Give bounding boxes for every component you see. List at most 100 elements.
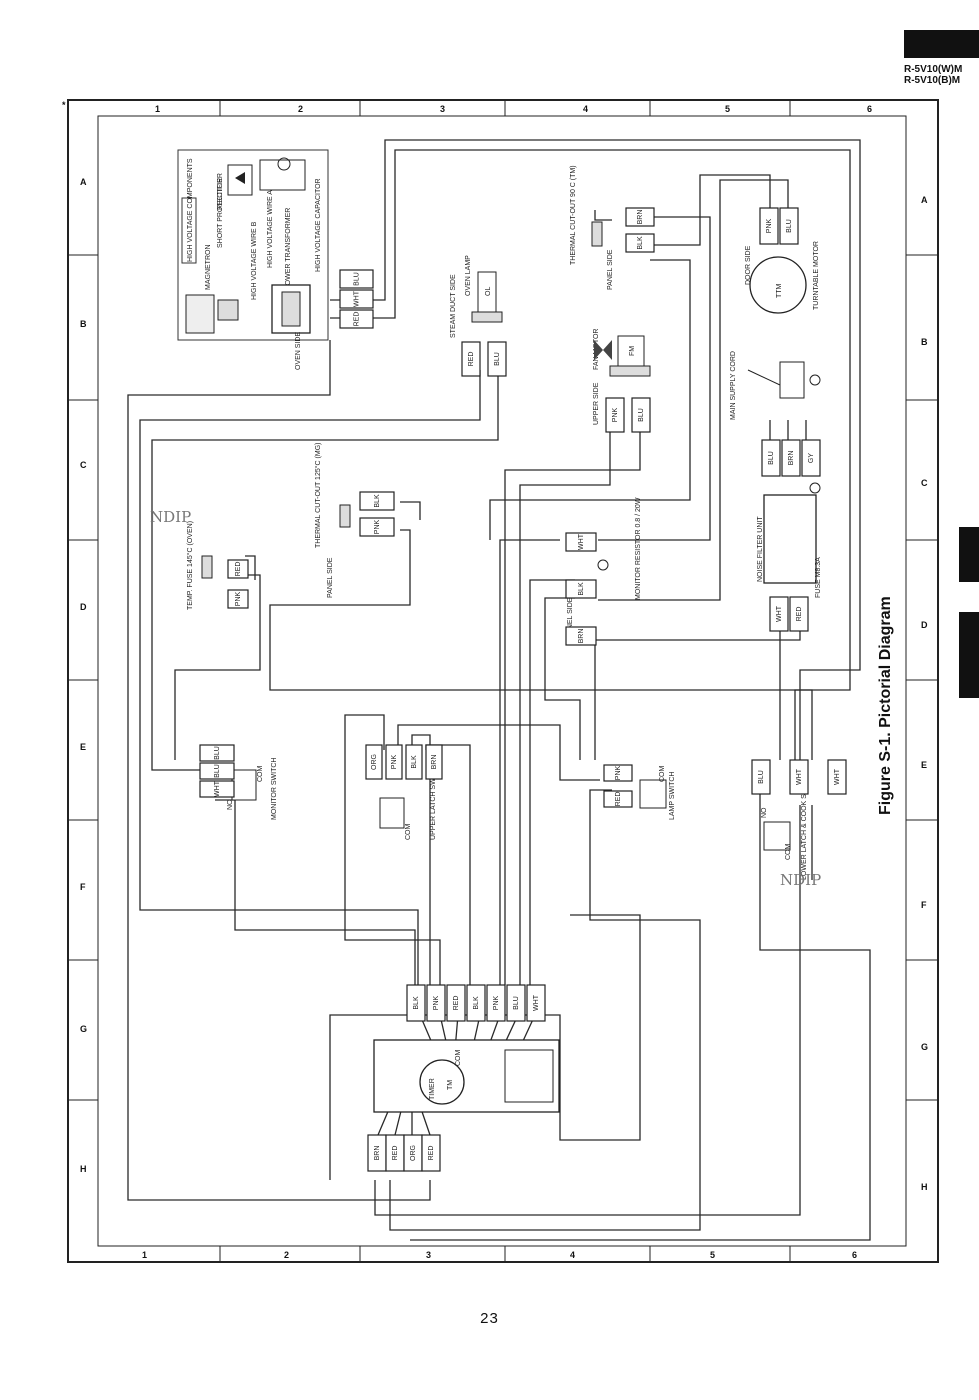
oven-side-label: OVEN SIDE <box>295 332 302 370</box>
connector-brn <box>781 439 801 477</box>
zone-row-right-F: F <box>921 900 927 910</box>
connector-wht <box>769 596 789 632</box>
connector-label: WHT <box>834 768 841 785</box>
connector-pnk <box>426 984 446 1022</box>
connector-label: WHT <box>796 768 803 785</box>
lower-latch-cook-switch: NO COM LOWER LATCH & COOK SWITCH <box>761 771 808 880</box>
connector-label: GY <box>808 453 815 463</box>
monitor-switch-label: MONITOR SWITCH <box>271 758 278 820</box>
connector-label: RED <box>453 996 460 1011</box>
monitor-resistor-label: MONITOR RESISTOR 0.8 / 20W <box>635 497 642 600</box>
connector-label: PNK <box>766 218 773 233</box>
thermal-cutout-125-body <box>339 504 351 528</box>
monitor-resistor-icon <box>597 559 609 571</box>
lower-latch-switch-label: LOWER LATCH & COOK SWITCH <box>801 771 808 880</box>
magnetron-body <box>185 294 215 334</box>
lamp-switch-body <box>639 779 667 809</box>
fan-motor-connector <box>609 365 651 377</box>
zone-col-top-3: 3 <box>440 104 445 114</box>
connector-label: RED <box>392 1146 399 1161</box>
turntable-motor: DOOR SIDE TTM TURNTABLE MOTOR <box>745 241 820 314</box>
connector-blu <box>339 269 374 289</box>
connector-label: BLK <box>411 755 418 769</box>
oven-lamp: STEAM DUCT SIDE OVEN LAMP OL <box>450 255 503 338</box>
zone-col-bottom-2: 2 <box>284 1250 289 1260</box>
connector-blu <box>199 762 235 780</box>
zone-row-right-B: B <box>921 337 928 347</box>
timer-label: TIMER <box>429 1078 436 1100</box>
zone-col-bottom-4: 4 <box>570 1250 575 1260</box>
connector-blk <box>406 984 426 1022</box>
lamp-switch: COM LAMP SWITCH <box>639 766 676 820</box>
door-side-connectors: PNK BLU <box>759 207 799 245</box>
rectifier-label: RECTIFIER <box>217 173 224 210</box>
connector-blu <box>751 759 771 795</box>
connector-label: BLU <box>214 746 221 760</box>
thermal-cutout-125: THERMAL CUT-OUT 125°C (MG) PANEL SIDE <box>314 443 351 598</box>
connector-label: RED <box>468 352 475 367</box>
connector-label: BRN <box>788 451 795 466</box>
connector-blk <box>625 233 655 253</box>
hv-components-box <box>177 149 329 341</box>
timer-motor <box>419 1059 465 1105</box>
connector-red <box>227 559 249 579</box>
connector-blu <box>779 207 799 245</box>
connector-blu <box>761 439 781 477</box>
connector-brn <box>565 626 597 646</box>
connector-label: WHT <box>776 605 783 622</box>
hv-components-title: HIGH VOLTAGE COMPONENTS <box>187 158 194 262</box>
timer-motor-code: TM <box>447 1080 454 1090</box>
zone-col-bottom-5: 5 <box>710 1250 715 1260</box>
zone-col-top-6: 6 <box>867 104 872 114</box>
edge-marker-upper <box>959 527 979 582</box>
noise-filter-ground-icon <box>809 482 821 494</box>
connector-label: BLU <box>786 219 793 233</box>
monitor-switch: COM NC MONITOR SWITCH <box>227 758 278 820</box>
thermal-cutout-125-label: THERMAL CUT-OUT 125°C (MG) <box>314 443 322 548</box>
outer-frame <box>67 99 939 1263</box>
connector-wht <box>339 289 374 309</box>
inner-frame <box>97 115 907 1247</box>
lower-latch-switch-no: NO <box>761 807 768 818</box>
connector-wht <box>789 759 809 795</box>
connector-label: WHT <box>214 780 221 797</box>
rectifier-ground-icon <box>277 157 291 171</box>
connector-label: BRN <box>374 1146 381 1161</box>
watermark-1: NDIP <box>150 508 191 526</box>
noise-filter-unit: MAIN SUPPLY CORD NOISE FILTER UNIT FUSE … <box>730 351 822 598</box>
main-cord-ground-icon <box>809 374 821 386</box>
timer-body <box>373 1039 560 1113</box>
upper-latch-switch-body <box>379 797 405 829</box>
connector-brn <box>625 207 655 227</box>
connector-label: BRN <box>431 755 438 770</box>
model-line-1: R-5V10(W)M <box>904 64 963 75</box>
timer: TIMER TM COM <box>373 1039 560 1113</box>
connector-label: BLK <box>578 582 585 596</box>
oven-lamp-base <box>471 311 503 323</box>
fan-motor: FAN MOTOR FM UPPER SIDE <box>593 329 651 425</box>
temp-fuse-label: TEMP. FUSE 145°C (OVEN) <box>186 521 194 610</box>
connector-label: BRN <box>637 210 644 225</box>
model-number: R-5V10(W)M R-5V10(B)M <box>904 64 962 86</box>
lower-latch-switch-body <box>763 821 791 851</box>
magnetron-terminal <box>217 299 239 321</box>
upper-side-label: UPPER SIDE <box>593 382 600 425</box>
oven-lamp-label: OVEN LAMP <box>465 255 472 296</box>
connector-label: BLU <box>494 352 501 366</box>
connector-label: PNK <box>615 765 622 780</box>
thermal-cutout-90-body <box>591 221 603 247</box>
turntable-motor-code: TTM <box>776 283 783 298</box>
zone-row-left-F: F <box>80 882 86 892</box>
zone-row-right-E: E <box>921 760 927 770</box>
connector-label: RED <box>428 1146 435 1161</box>
connector-red <box>446 984 466 1022</box>
connector-gy <box>801 439 821 477</box>
